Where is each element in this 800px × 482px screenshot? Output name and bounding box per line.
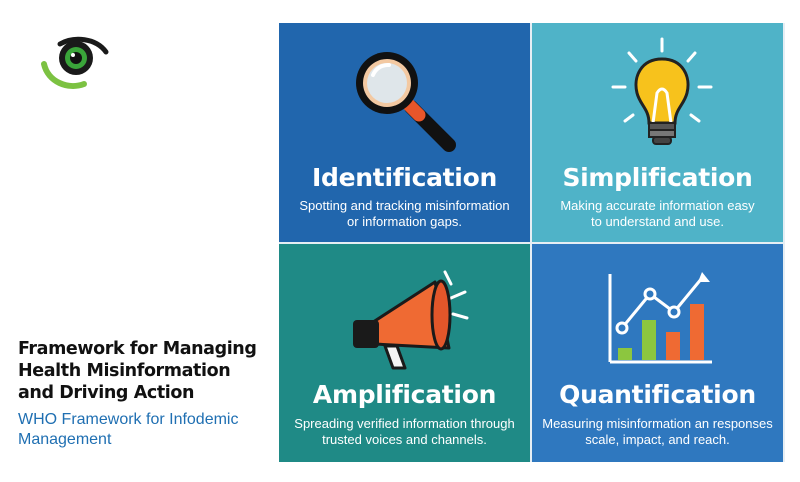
header: Framework for Managing Health Misinforma… [18, 338, 280, 450]
magnifying-glass-icon [356, 52, 456, 152]
bar-chart-icon [608, 272, 712, 364]
card-title: Quantification [559, 380, 756, 409]
card-quantification: Quantification Measuring misinformation … [532, 244, 783, 462]
page-subtitle: WHO Framework for Infodemic Management [18, 411, 239, 448]
logo [40, 34, 112, 94]
card-description: Measuring misinformation an responses sc… [542, 416, 773, 447]
page-title: Framework for Managing Health Misinforma… [18, 339, 257, 403]
card-title: Amplification [312, 380, 497, 409]
framework-grid: Identification Spotting and tracking mis… [279, 23, 785, 462]
card-title: Identification [312, 163, 497, 192]
lightbulb-icon [611, 37, 713, 145]
card-description: Making accurate information easy to unde… [560, 198, 755, 229]
card-identification: Identification Spotting and tracking mis… [279, 23, 530, 242]
megaphone-icon [353, 270, 469, 370]
card-simplification: Simplification Making accurate informati… [532, 23, 783, 242]
card-description: Spotting and tracking misinformation or … [299, 198, 510, 229]
card-description: Spreading verified information through t… [294, 416, 515, 447]
card-title: Simplification [562, 163, 753, 192]
card-amplification: Amplification Spreading verified informa… [279, 244, 530, 462]
eye-icon [41, 36, 109, 89]
